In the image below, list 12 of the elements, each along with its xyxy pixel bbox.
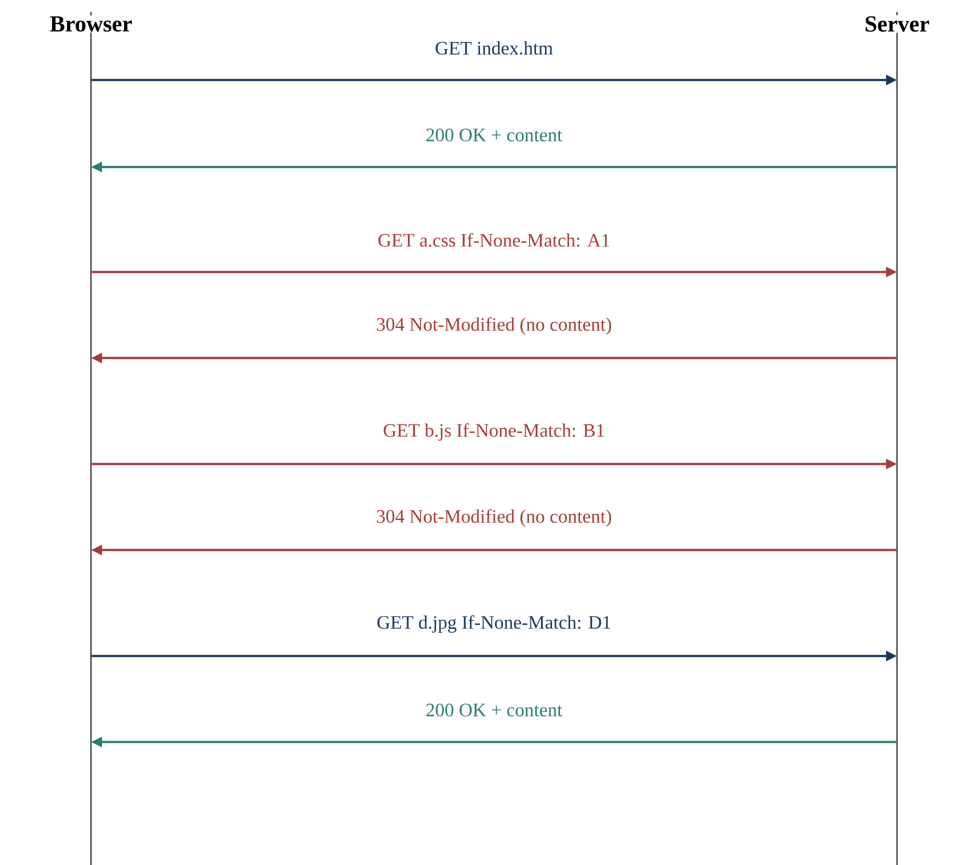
edge-label: 200 OK + content (424, 128, 564, 142)
lifeline: Browser (48, 12, 134, 865)
edge-label: 304 Not-Modified (no content) (375, 316, 613, 336)
edge-label: GET d.jpg If-None-Match: D1 (376, 614, 612, 634)
node-label: Server (866, 16, 930, 32)
lifeline: Server (863, 12, 931, 865)
edge-label: GET b.js If-None-Match: B1 (382, 422, 606, 442)
node-label: Browser (50, 16, 132, 32)
edge-label: 304 Not-Modified (no content) (375, 508, 613, 528)
edge-label: 200 OK + content (424, 702, 564, 718)
edge-label: GET a.css If-None-Match: A1 (376, 232, 612, 248)
edge-label: GET index.htm (434, 40, 554, 56)
